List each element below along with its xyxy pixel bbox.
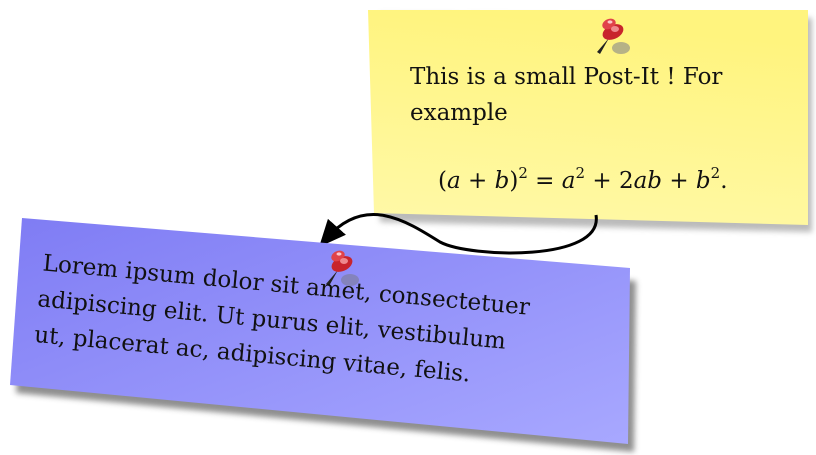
yellow-postit-paper — [368, 10, 808, 225]
blue-postit: Lorem ipsum dolor sit amet, consectetuer… — [10, 218, 636, 452]
yellow-postit-line2: example — [410, 100, 508, 126]
blue-postit-paper — [10, 218, 630, 444]
connector-arrow — [319, 213, 598, 255]
yellow-postit: This is a small Post-It ! For example (a… — [368, 10, 812, 232]
yellow-postit-line1: This is a small Post-It ! For — [410, 64, 722, 90]
